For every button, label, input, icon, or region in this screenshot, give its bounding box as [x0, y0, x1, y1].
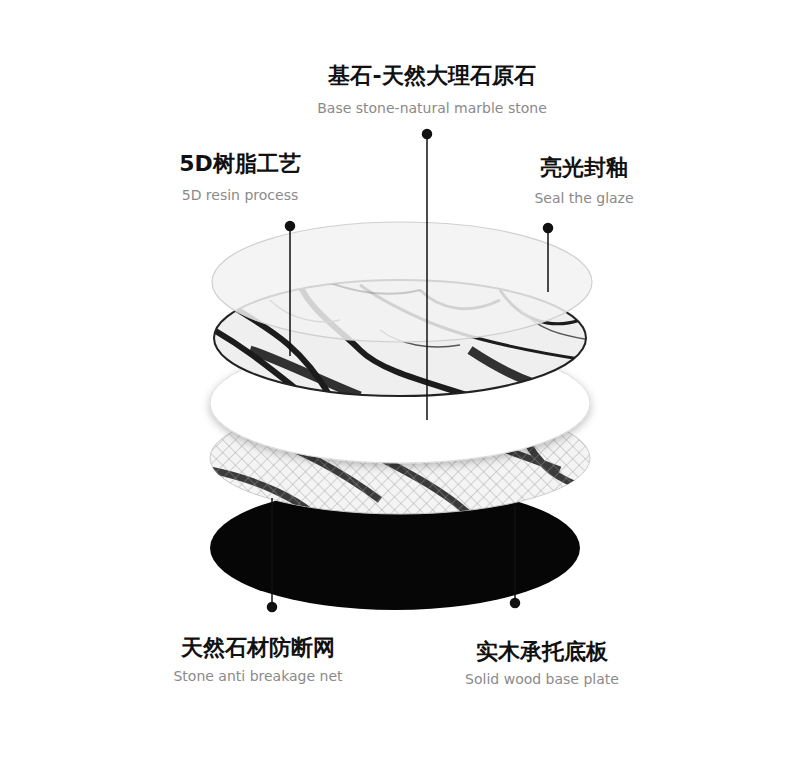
- glaze-pattern: [300, 260, 560, 300]
- part-label-english: Base stone-natural marble stone: [317, 100, 547, 116]
- leader-lines: [268, 130, 553, 612]
- part-label: 亮光封釉: [540, 153, 628, 183]
- part-label-english: Stone anti breakage net: [173, 668, 342, 684]
- part-label: 5D树脂工艺: [179, 149, 301, 179]
- part-label-english: 5D resin process: [182, 187, 299, 203]
- glaze-layer: [212, 222, 592, 342]
- part-label-english: Solid wood base plate: [465, 671, 619, 687]
- part-label: 实木承托底板: [476, 637, 608, 667]
- part-label: 天然石材防断网: [181, 633, 335, 663]
- part-label: 基石-天然大理石原石: [328, 61, 535, 91]
- part-label-english: Seal the glaze: [534, 190, 633, 206]
